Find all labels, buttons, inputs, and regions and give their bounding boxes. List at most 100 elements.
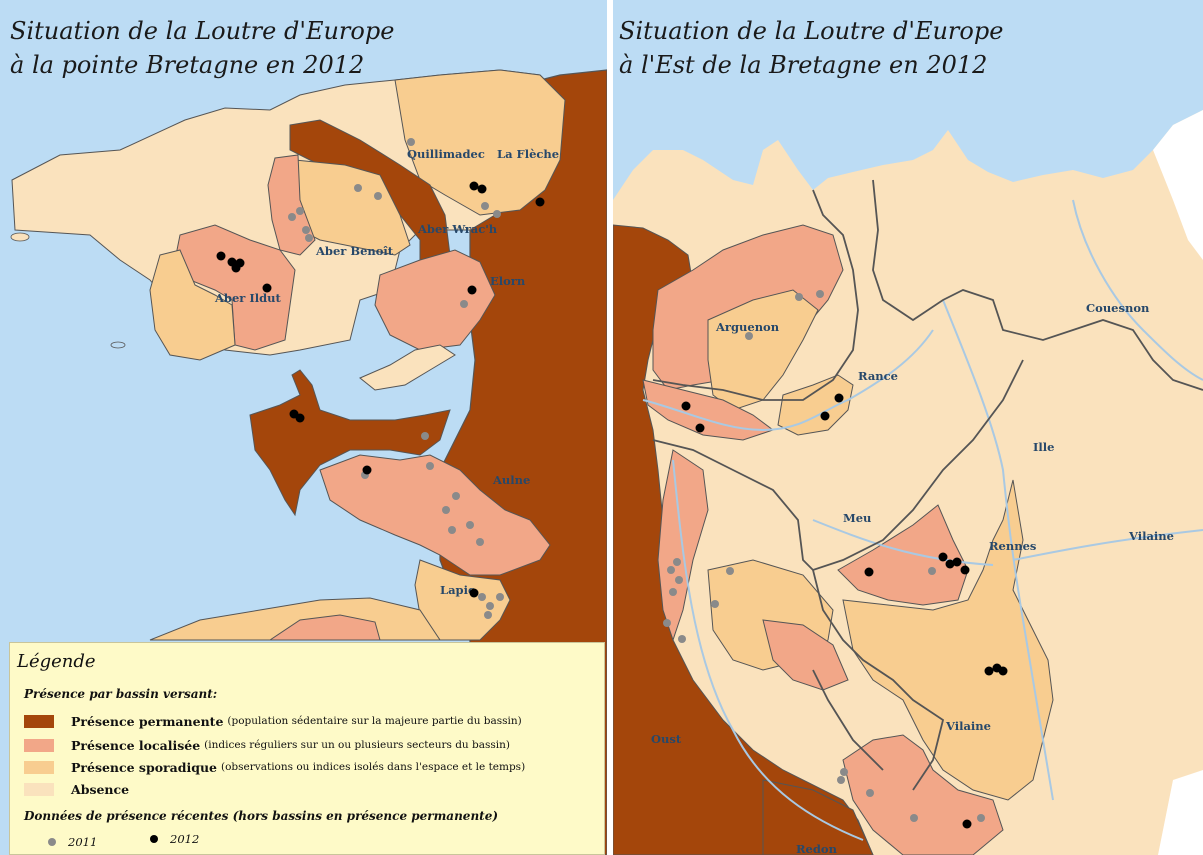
river-vilaine-east <box>1012 529 1203 561</box>
legend-detail-sporadic: (observations ou indices isolés dans l'e… <box>221 761 526 773</box>
point-2012 <box>467 285 477 295</box>
right-map-title: Situation de la Loutre d'Europe à l'Est … <box>619 14 1003 82</box>
boundary-arguenon-rance <box>652 189 859 401</box>
points-2012-right <box>681 393 1008 829</box>
basin-sporadic-arguenon <box>707 289 819 411</box>
point-2011 <box>667 566 675 574</box>
label-la-fleche: La Flèche <box>497 147 559 161</box>
boundary-south <box>812 669 884 771</box>
basin-absence-peninsula <box>359 344 456 391</box>
point-2011 <box>840 768 848 776</box>
point-2011 <box>711 600 719 608</box>
point-2011 <box>673 558 681 566</box>
point-2011 <box>476 538 484 546</box>
legend-point-2011-label: 2011 <box>68 835 98 849</box>
point-2011 <box>928 567 936 575</box>
legend-point-2012: 2012 <box>150 832 199 846</box>
boundary-rance-couesnon <box>872 179 1203 391</box>
point-2011 <box>745 332 753 340</box>
label-lapic: Lapic <box>440 583 475 597</box>
outside-area <box>1153 110 1203 260</box>
point-2011 <box>452 492 460 500</box>
point-2011 <box>296 207 304 215</box>
point-2012 <box>960 565 970 575</box>
rivers <box>642 199 1203 841</box>
label-aulne: Aulne <box>492 473 530 487</box>
basin-localized-south-strip <box>268 614 381 641</box>
point-2011 <box>481 202 489 210</box>
basin-localized-rance-estuary <box>642 379 775 441</box>
right-map-title-line2: à l'Est de la Bretagne en 2012 <box>619 51 988 79</box>
basin-sporadic-lapic <box>414 559 511 641</box>
label-elorn: Elorn <box>490 274 526 288</box>
basin-boundaries <box>652 179 1203 791</box>
label-rennes: Rennes <box>989 539 1036 553</box>
point-2012 <box>820 411 830 421</box>
point-2011 <box>421 432 429 440</box>
legend-dot-2011 <box>48 838 56 846</box>
legend-dot-2012 <box>150 835 158 843</box>
point-2011 <box>426 462 434 470</box>
basin-localized-aber-ildut <box>174 224 296 351</box>
point-2011 <box>288 213 296 221</box>
basin-localized-elorn <box>374 249 496 351</box>
point-2011 <box>460 300 468 308</box>
river-oust <box>672 459 864 841</box>
legend-point-2011: 2011 <box>48 835 97 849</box>
legend-label-sporadic: Présence sporadique <box>71 759 218 775</box>
legend-title: Légende <box>17 651 96 672</box>
river-ille-vilaine <box>942 299 1054 801</box>
island <box>10 232 30 242</box>
left-map-title-line2: à la pointe Bretagne en 2012 <box>10 51 365 79</box>
map-pointe-bretagne: Quillimadec La Flèche Aber Wrac'h Aber B… <box>0 0 607 855</box>
legend-swatch-absence <box>24 782 54 796</box>
point-2011 <box>816 290 824 298</box>
map-est-bretagne: Arguenon Couesnon Rance Ille Meu Rennes … <box>613 0 1203 855</box>
point-2011 <box>305 234 313 242</box>
point-2011 <box>675 576 683 584</box>
basin-permanent-crozon <box>249 369 451 517</box>
point-2011 <box>354 184 362 192</box>
point-2011 <box>795 293 803 301</box>
island <box>110 341 126 349</box>
right-map-canvas: Arguenon Couesnon Rance Ille Meu Rennes … <box>613 0 1203 855</box>
point-2011 <box>678 635 686 643</box>
point-2011 <box>466 521 474 529</box>
point-2012 <box>469 588 479 598</box>
boundary-meu-oust <box>812 569 945 791</box>
left-map-title-line1: Situation de la Loutre d'Europe <box>10 17 395 45</box>
outside-south-east <box>1158 770 1203 855</box>
legend-row-sporadic: Présence sporadique (observations ou ind… <box>24 759 525 775</box>
legend-detail-permanent: (population sédentaire sur la majeure pa… <box>227 715 522 727</box>
point-2012 <box>231 263 241 273</box>
point-2011 <box>407 138 415 146</box>
legend-label-localized: Présence localisée <box>71 737 201 753</box>
legend-row-absence: Absence <box>24 781 129 797</box>
point-2012 <box>362 465 372 475</box>
label-arguenon: Arguenon <box>715 320 780 334</box>
point-2012 <box>535 197 545 207</box>
label-quillimadec: Quillimadec <box>407 147 485 161</box>
point-2011 <box>866 789 874 797</box>
label-rance: Rance <box>858 369 898 383</box>
boundary-rance-vilaine <box>652 359 1024 572</box>
point-2011 <box>484 611 492 619</box>
point-2011 <box>478 593 486 601</box>
point-2012 <box>945 559 955 569</box>
legend-swatch-localized <box>24 738 54 752</box>
left-map-title: Situation de la Loutre d'Europe à la poi… <box>10 14 394 82</box>
point-2012 <box>952 557 962 567</box>
river-couesnon <box>1072 199 1203 381</box>
legend-swatch-permanent <box>24 714 54 728</box>
point-2011 <box>669 588 677 596</box>
legend: Légende Présence par bassin versant: Pré… <box>9 642 605 855</box>
point-2012 <box>216 251 226 261</box>
point-2012 <box>477 184 487 194</box>
right-map-title-line1: Situation de la Loutre d'Europe <box>619 17 1004 45</box>
point-2011 <box>486 602 494 610</box>
point-2011 <box>302 226 310 234</box>
point-2011 <box>726 567 734 575</box>
sea-channel <box>613 0 1203 200</box>
label-meu: Meu <box>843 511 871 525</box>
legend-row-localized: Présence localisée (indices réguliers su… <box>24 737 510 753</box>
